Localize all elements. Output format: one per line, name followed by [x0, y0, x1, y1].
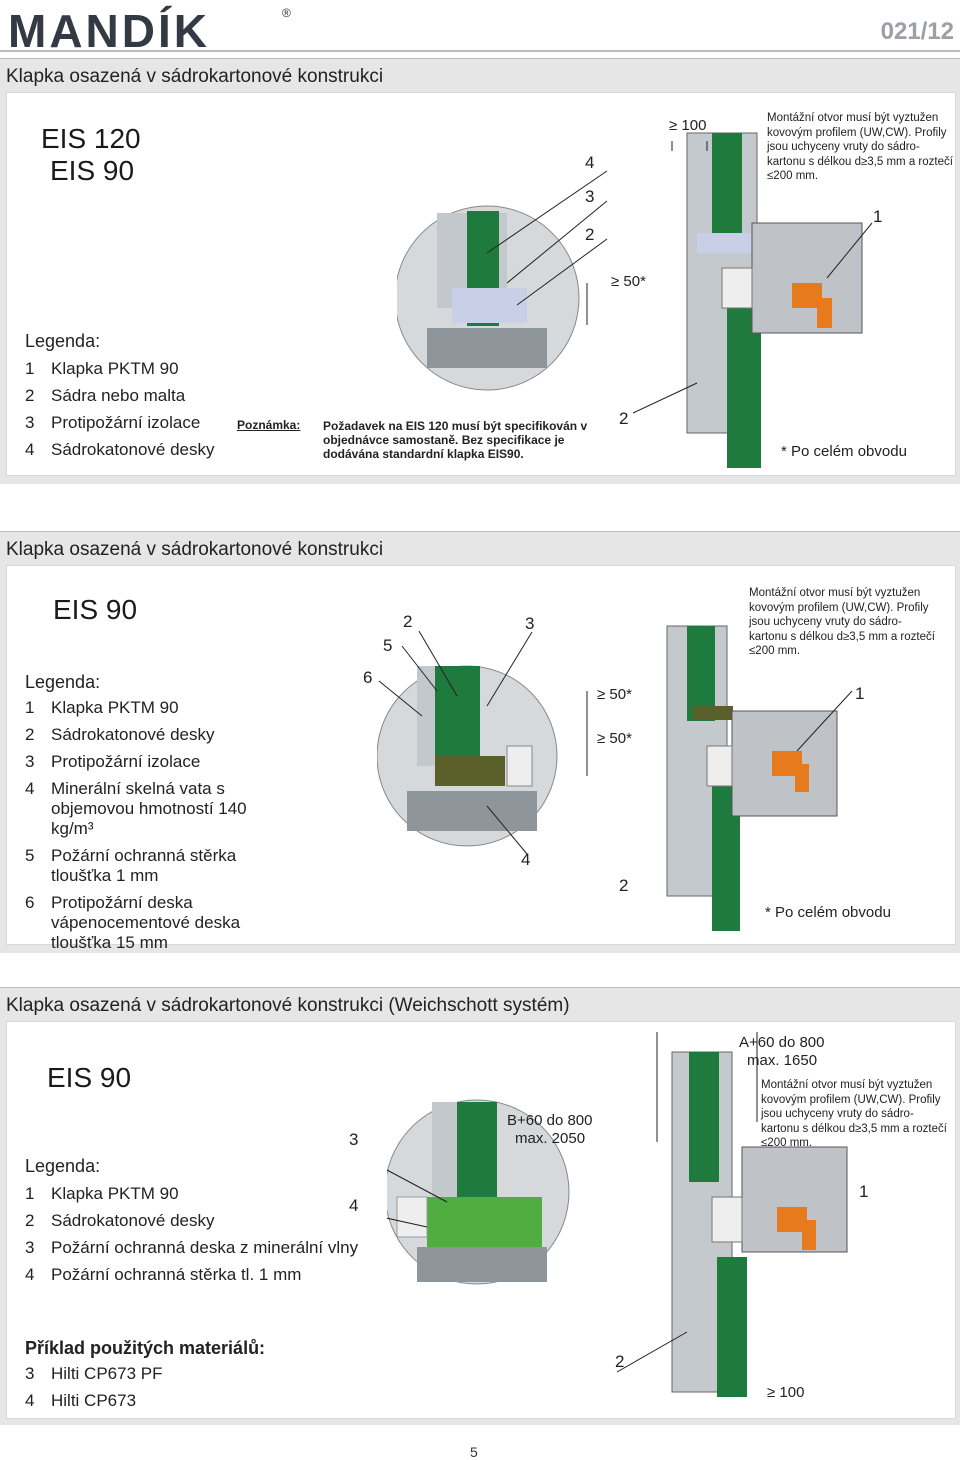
mount-note: Montážní otvor musí být vyztužen kovovým… [767, 112, 953, 182]
section1-title: Klapka osazená v sádrokartonové konstruk… [6, 66, 384, 87]
perimeter-note: * Po celém obvodu [781, 443, 907, 460]
registered-mark: ® [282, 6, 291, 20]
callout-1: 1 [855, 684, 865, 703]
section1-eis-90: EIS 90 [50, 155, 135, 186]
callout-3: 3 [525, 614, 535, 633]
dim-a-range: A+60 do 800 [739, 1034, 825, 1051]
dim-50a: ≥ 50* [597, 686, 632, 703]
mount-note: Montážní otvor musí být vyztužen kovovým… [761, 1079, 947, 1149]
section1-diagram [397, 132, 873, 468]
dim-50: ≥ 50* [611, 273, 646, 290]
callout-3: 3 [585, 187, 595, 206]
note-text: Požadavek na EIS 120 musí být specifikov… [323, 419, 588, 461]
materials-title: Příklad použitých materiálů: [25, 1338, 266, 1358]
callout-4: 4 [349, 1196, 359, 1215]
dim-b-range: B+60 do 800 [507, 1112, 593, 1129]
callout-2: 2 [403, 612, 413, 631]
section3-title: Klapka osazená v sádrokartonové konstruk… [6, 995, 570, 1016]
callout-6: 6 [363, 668, 373, 687]
dim-50b: ≥ 50* [597, 730, 632, 747]
section1-title-bar: Klapka osazená v sádrokartonové konstruk… [0, 58, 960, 93]
perimeter-note: * Po celém obvodu [765, 904, 891, 921]
dim-b-max: max. 2050 [515, 1130, 586, 1147]
section2-title: Klapka osazená v sádrokartonové konstruk… [6, 539, 384, 560]
note-label: Poznámka: [237, 418, 301, 432]
callout-2: 2 [585, 225, 595, 244]
section3-diagram [387, 1032, 848, 1397]
section1-eis-120: EIS 120 [41, 123, 141, 154]
page-number: 5 [470, 1444, 478, 1460]
section3-title-bar: Klapka osazená v sádrokartonové konstruk… [0, 987, 960, 1022]
section3-eis-90: EIS 90 [47, 1062, 132, 1093]
callout-1: 1 [873, 207, 883, 226]
section2-eis-90: EIS 90 [53, 594, 138, 625]
section2-title-bar: Klapka osazená v sádrokartonové konstruk… [0, 531, 960, 566]
section2-legend-title: Legenda: [25, 672, 101, 692]
dim-100: ≥ 100 [767, 1384, 805, 1401]
header-divider [0, 50, 960, 52]
callout-2b: 2 [619, 409, 629, 428]
callout-4: 4 [521, 850, 531, 869]
callout-3: 3 [349, 1130, 359, 1149]
dim-a-max: max. 1650 [747, 1052, 818, 1069]
callout-2b: 2 [619, 876, 629, 895]
section2-diagram [377, 625, 853, 931]
brand-logo: MANDÍK [8, 5, 210, 57]
callout-5: 5 [383, 636, 393, 655]
section3-legend-title: Legenda: [25, 1156, 101, 1176]
dim-100: ≥ 100 [669, 117, 707, 134]
document-code: 021/12 [880, 18, 954, 45]
callout-4: 4 [585, 153, 595, 172]
callout-1: 1 [859, 1182, 869, 1201]
callout-2: 2 [615, 1352, 625, 1371]
section1-legend-title: Legenda: [25, 331, 101, 351]
mount-note: Montážní otvor musí být vyztužen kovovým… [749, 587, 935, 657]
